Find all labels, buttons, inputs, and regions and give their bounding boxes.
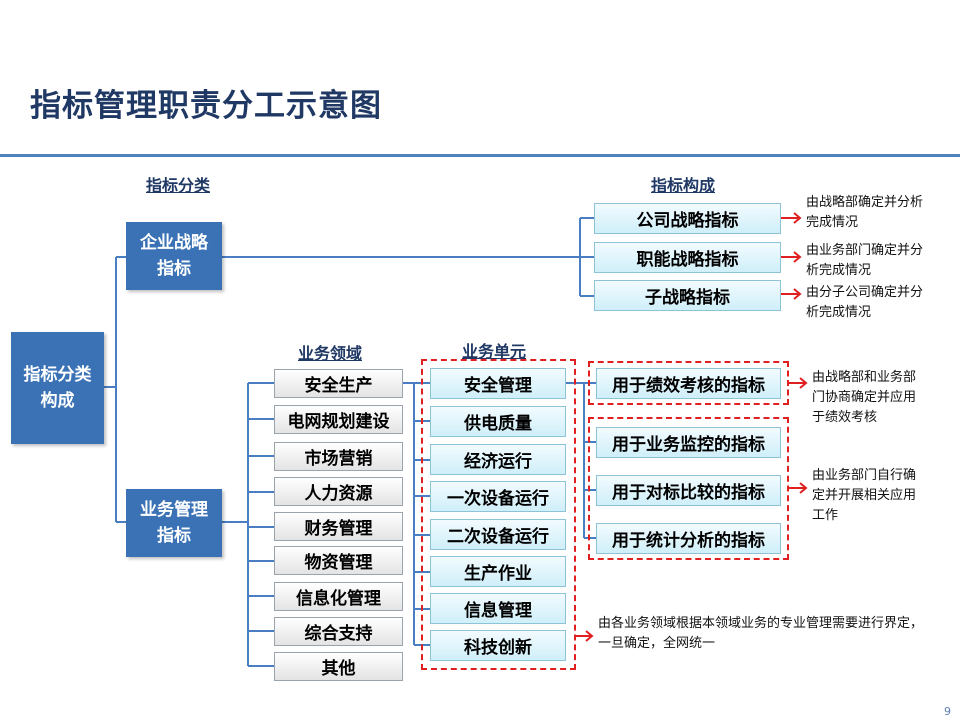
domain-item: 安全生产: [274, 369, 403, 398]
assessment-note: 由战略部和业务部门协商确定并应用于绩效考核: [812, 370, 917, 425]
category-business-label: 业务管理指标: [140, 500, 208, 546]
domain-item: 人力资源: [274, 477, 403, 506]
usage-note: 由业务部门自行确定并开展相关应用工作: [812, 468, 917, 523]
category-strategic: 企业战略指标: [126, 222, 222, 290]
unit-item: 经济运行: [430, 444, 566, 475]
domain-item: 其他: [274, 652, 403, 681]
page-number: 9: [944, 705, 951, 718]
header-composition: 指标构成: [651, 176, 716, 195]
strategic-item: 子战略指标: [594, 280, 781, 311]
domain-item: 市场营销: [274, 442, 403, 471]
page-title: 指标管理职责分工示意图: [30, 88, 382, 124]
unit-item: 生产作业: [430, 556, 566, 587]
usage-dashed-group: [588, 417, 789, 560]
assessment-dashed-group: [588, 361, 789, 405]
strategic-note: 由业务部门确定并分析完成情况: [806, 243, 924, 278]
unit-item: 一次设备运行: [430, 481, 566, 512]
domain-item: 电网规划建设: [274, 405, 403, 434]
unit-item: 供电质量: [430, 406, 566, 437]
domain-item: 财务管理: [274, 512, 403, 541]
strategic-note: 由分子公司确定并分析完成情况: [806, 285, 924, 320]
unit-item: 科技创新: [430, 630, 566, 661]
usage-assessment: 用于绩效考核的指标: [596, 368, 781, 399]
header-classification: 指标分类: [146, 176, 211, 195]
usage-monitoring: 用于业务监控的指标: [596, 427, 781, 458]
unit-item: 信息管理: [430, 593, 566, 624]
category-business: 业务管理指标: [126, 489, 222, 557]
title-divider: [0, 154, 960, 157]
header-business-domain: 业务领域: [298, 344, 363, 363]
domain-item: 综合支持: [274, 617, 403, 646]
domain-item: 信息化管理: [274, 582, 403, 611]
strategic-note: 由战略部确定并分析完成情况: [806, 195, 924, 230]
root-box: 指标分类构成: [11, 332, 104, 444]
header-business-unit: 业务单元: [462, 342, 527, 361]
unit-item: 安全管理: [430, 368, 566, 399]
domain-item: 物资管理: [274, 546, 403, 575]
usage-benchmark: 用于对标比较的指标: [596, 475, 781, 506]
strategic-item: 公司战略指标: [594, 203, 781, 234]
units-dashed-group: [421, 359, 576, 670]
usage-statistics: 用于统计分析的指标: [596, 523, 781, 554]
root-label: 指标分类构成: [23, 365, 92, 411]
unit-item: 二次设备运行: [430, 519, 566, 550]
category-strategic-label: 企业战略指标: [140, 233, 208, 279]
units-note: 由各业务领域根据本领域业务的专业管理需要进行界定，一旦确定，全网统一: [598, 616, 924, 651]
strategic-item: 职能战略指标: [594, 242, 781, 273]
